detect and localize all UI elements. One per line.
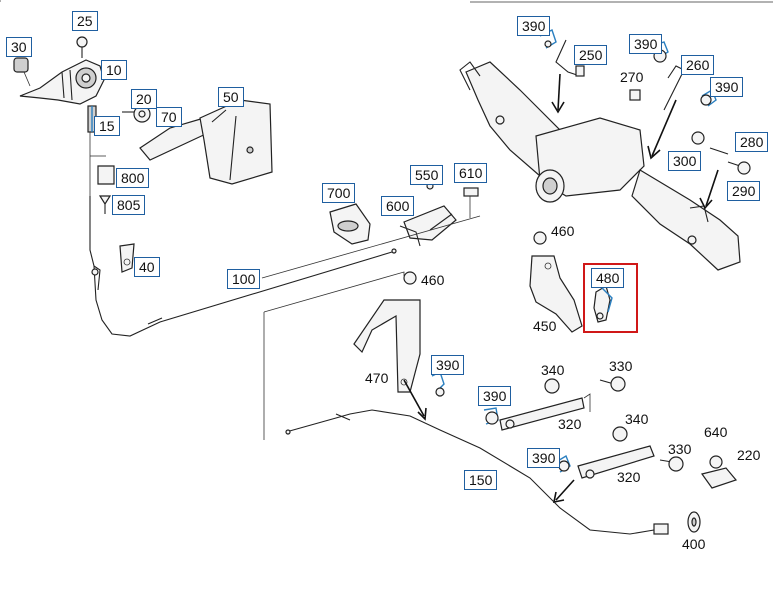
bolt-330-lower: [659, 456, 684, 472]
axle-arrows: [551, 73, 719, 210]
bolt-330-upper: [599, 376, 626, 392]
callout-550[interactable]: 550: [410, 165, 444, 185]
arrow-320: [552, 479, 575, 504]
callout-330-a[interactable]: 330: [609, 358, 633, 374]
cable-100: [89, 196, 397, 337]
center-region: [261, 215, 481, 440]
rod-320-lower: [555, 426, 655, 479]
callout-390-c[interactable]: 390: [710, 77, 744, 97]
callout-100[interactable]: 100: [227, 269, 261, 289]
callout-70[interactable]: 70: [156, 107, 182, 127]
callout-330-b[interactable]: 330: [668, 441, 692, 457]
callout-320-a[interactable]: 320: [558, 416, 582, 432]
callout-250[interactable]: 250: [574, 45, 608, 65]
bracket-470: [353, 271, 421, 393]
callout-390-a[interactable]: 390: [517, 16, 551, 36]
bracket-220: [700, 455, 738, 489]
callout-320-b[interactable]: 320: [617, 469, 641, 485]
callout-390-f[interactable]: 390: [527, 448, 561, 468]
callout-290[interactable]: 290: [727, 181, 761, 201]
callout-800[interactable]: 800: [116, 168, 150, 188]
callout-300[interactable]: 300: [668, 151, 702, 171]
callout-220[interactable]: 220: [737, 447, 761, 463]
callout-390-e[interactable]: 390: [478, 386, 512, 406]
callout-460-b[interactable]: 460: [421, 272, 445, 288]
callout-340-a[interactable]: 340: [541, 362, 565, 378]
callout-30[interactable]: 30: [6, 37, 32, 57]
axle-small-parts: [539, 29, 751, 175]
lever-480: [593, 285, 613, 323]
callout-470[interactable]: 470: [365, 370, 389, 386]
callout-20[interactable]: 20: [131, 89, 157, 109]
callout-390-d[interactable]: 390: [431, 355, 465, 375]
bracket-40: [119, 243, 135, 273]
callout-460-a[interactable]: 460: [551, 223, 575, 239]
arrow-470: [403, 379, 427, 421]
callout-270[interactable]: 270: [620, 69, 644, 85]
pedal-assembly: [13, 36, 105, 105]
callout-610[interactable]: 610: [454, 163, 488, 183]
frame-lines: [0, 0, 773, 3]
bracket-450: [529, 231, 583, 333]
bracket-700: [329, 203, 371, 245]
rear-axle: [459, 61, 741, 271]
clip-800: [97, 165, 115, 214]
callout-390-b[interactable]: 390: [629, 34, 663, 54]
callout-480[interactable]: 480: [591, 268, 625, 288]
bracket-600: [399, 182, 479, 247]
callout-600[interactable]: 600: [381, 196, 415, 216]
callout-340-b[interactable]: 340: [625, 411, 649, 427]
callout-10[interactable]: 10: [101, 60, 127, 80]
callout-450[interactable]: 450: [533, 318, 557, 334]
callout-805[interactable]: 805: [112, 195, 146, 215]
clip-390-center: [431, 371, 499, 425]
callout-260[interactable]: 260: [681, 55, 715, 75]
callout-640[interactable]: 640: [704, 424, 728, 440]
callout-400[interactable]: 400: [682, 536, 706, 552]
callout-700[interactable]: 700: [322, 183, 356, 203]
callout-25[interactable]: 25: [72, 11, 98, 31]
rod-320-upper: [499, 378, 591, 431]
cover-panel: [139, 99, 273, 185]
washer-400: [687, 511, 701, 533]
callout-40[interactable]: 40: [134, 257, 160, 277]
callout-50[interactable]: 50: [218, 87, 244, 107]
callout-15[interactable]: 15: [94, 116, 120, 136]
highlight-480: [583, 263, 638, 333]
callout-280[interactable]: 280: [735, 132, 769, 152]
cable-150: [285, 409, 669, 535]
callout-150[interactable]: 150: [464, 470, 498, 490]
